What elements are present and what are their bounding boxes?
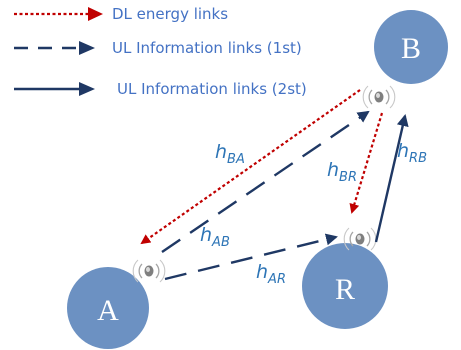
link-dl-energy-b-to-r [349,112,384,214]
antenna-icon [362,85,396,109]
link-dl-energy-b-to-a [140,89,361,245]
channel-label-h-br: hBR [327,159,357,185]
node-b: B [374,10,448,84]
channel-label-h-ar: hAR [256,261,286,287]
antenna-icon [132,259,166,283]
link-ul-1st-a-to-r [164,233,338,281]
legend-label-dl-energy: DL energy links [112,5,228,23]
link-ul-2st-r-to-b [374,114,409,243]
channel-label-h-ba: hBA [215,141,245,167]
node-r-circle [302,243,388,329]
channel-label-h-ab: hAB [200,224,230,250]
node-r: R [302,243,388,329]
legend-item-dl-energy: DL energy links [14,5,228,23]
legend-arrow-navy [79,41,95,55]
legend-arrow-navy [79,82,95,96]
node-a-label: A [97,294,119,327]
legend-label-ul-1st: UL Information links (1st) [112,39,302,57]
channel-label-h-rb: hRB [397,140,427,166]
link-ul-1st-a-to-b [161,110,370,253]
node-b-circle [374,10,448,84]
node-a: A [67,267,149,349]
legend: DL energy links UL Information links (1s… [14,5,307,98]
legend-item-ul-1st: UL Information links (1st) [14,39,302,57]
node-a-circle [67,267,149,349]
legend-item-ul-2st: UL Information links (2st) [14,80,307,98]
legend-arrow-red [88,7,103,21]
legend-label-ul-2st: UL Information links (2st) [117,80,307,98]
node-r-label: R [335,273,355,306]
node-b-label: B [401,32,421,65]
antenna-icon [343,227,377,251]
